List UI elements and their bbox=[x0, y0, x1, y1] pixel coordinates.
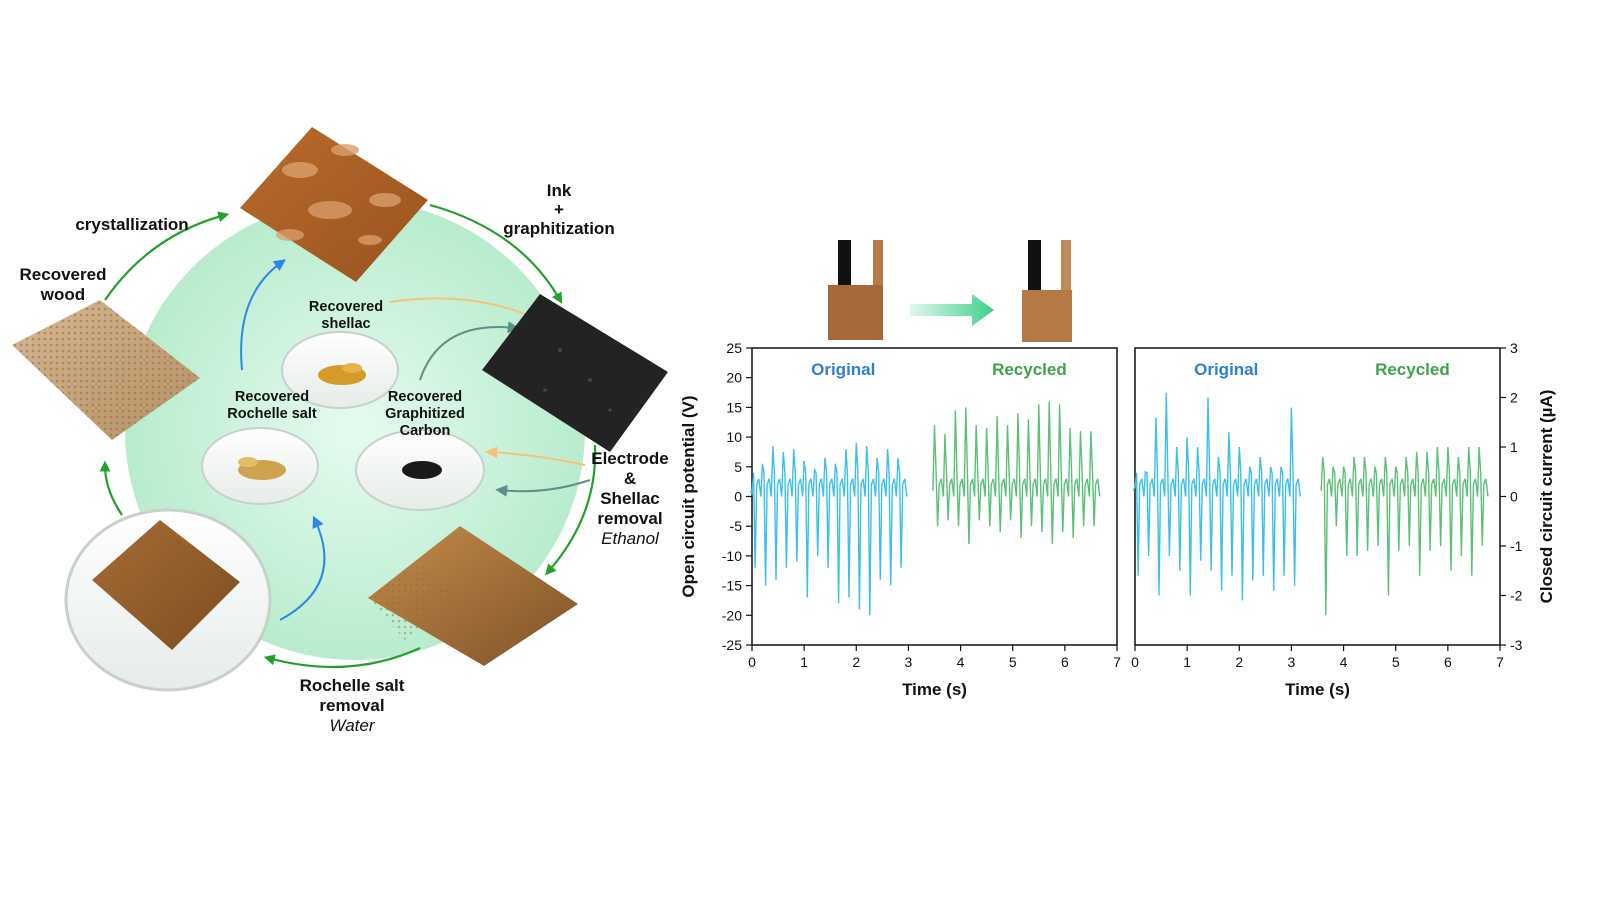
chart0-xtick-label: 0 bbox=[748, 654, 756, 670]
arrow-carbon-to-ink bbox=[419, 321, 520, 381]
chart1-ylabel: Closed circuit current (µA) bbox=[1537, 390, 1556, 604]
arrow-shellac-to-ink bbox=[389, 297, 540, 321]
shellac-dish bbox=[281, 331, 399, 409]
chart0-xtick-label: 3 bbox=[905, 654, 913, 670]
arrow-electrode-to-carbon-teal bbox=[495, 479, 591, 497]
carbon-dish bbox=[355, 429, 485, 511]
chart0-xtick-label: 1 bbox=[800, 654, 808, 670]
device-comparison bbox=[828, 240, 1072, 342]
label-carbon-3: Carbon bbox=[400, 423, 451, 439]
label-electrode-solvent: Ethanol bbox=[601, 529, 660, 548]
label-ink-2: + bbox=[554, 200, 564, 219]
label-recovered-wood-1: Recovered bbox=[20, 265, 107, 284]
chart0-annotation-original: Original bbox=[811, 360, 875, 379]
chart1-annotation-recycled: Recycled bbox=[1375, 360, 1450, 379]
label-crystallization: crystallization bbox=[75, 215, 188, 234]
chart0-ylabel: Open circuit potential (V) bbox=[679, 395, 698, 597]
salt-dish bbox=[201, 427, 319, 505]
chart1-xtick-label: 0 bbox=[1131, 654, 1139, 670]
chart0-ytick-label: -25 bbox=[722, 637, 742, 653]
chart0-series-recycled bbox=[932, 401, 1101, 545]
chart1-ytick-label: -3 bbox=[1510, 637, 1523, 653]
chart1-ytick-label: 0 bbox=[1510, 489, 1518, 505]
chart1-series-recycled bbox=[1320, 446, 1489, 616]
label-electrode-1: Electrode bbox=[591, 449, 668, 468]
device-recycled bbox=[1022, 240, 1072, 342]
arrow-salt-to-crystal bbox=[240, 259, 286, 371]
label-rochelle-1: Rochelle salt bbox=[300, 676, 405, 695]
chart0-xtick-label: 4 bbox=[957, 654, 965, 670]
arrow-electrode-to-water bbox=[263, 646, 421, 669]
graphitized-ink-sample bbox=[482, 294, 668, 452]
chart1-xlabel: Time (s) bbox=[1285, 680, 1350, 699]
chart1-xtick-label: 7 bbox=[1496, 654, 1504, 670]
recovered-wood-sample bbox=[12, 300, 200, 440]
chart0-xtick-label: 5 bbox=[1009, 654, 1017, 670]
arrow-electrode-to-carbon-orange bbox=[485, 446, 586, 466]
chart1-ytick-label: 1 bbox=[1510, 439, 1518, 455]
chart0-ytick-label: -20 bbox=[722, 607, 742, 623]
chart0-ytick-label: 20 bbox=[726, 370, 742, 386]
chart0-annotation-recycled: Recycled bbox=[992, 360, 1067, 379]
label-recovered-wood-2: wood bbox=[40, 285, 85, 304]
chart0-ytick-label: 0 bbox=[734, 489, 742, 505]
chart1-annotation-original: Original bbox=[1194, 360, 1258, 379]
chart1-xtick-label: 5 bbox=[1392, 654, 1400, 670]
chart0-xtick-label: 7 bbox=[1113, 654, 1121, 670]
arrow-crystal-to-ink bbox=[429, 203, 563, 304]
label-shellac-2: shellac bbox=[321, 316, 370, 332]
arrow-water-to-salt bbox=[279, 515, 326, 621]
arrow-water-to-wood bbox=[99, 460, 123, 516]
chart1-ytick-label: -1 bbox=[1510, 538, 1523, 554]
device-original bbox=[828, 240, 883, 340]
label-electrode-2: & bbox=[624, 469, 636, 488]
chart1-ytick-label: 2 bbox=[1510, 390, 1518, 406]
chart0-ytick-label: -10 bbox=[722, 548, 742, 564]
label-electrode-3: Shellac bbox=[600, 489, 660, 508]
label-rochelle-2: removal bbox=[319, 696, 384, 715]
crystallized-wood-sample bbox=[240, 127, 428, 282]
shellac-removed-sample bbox=[368, 526, 578, 666]
label-rochelle-solvent: Water bbox=[329, 716, 375, 735]
chart1-ytick-label: 3 bbox=[1510, 340, 1518, 356]
label-carbon-1: Recovered bbox=[388, 389, 462, 405]
chart1-xtick-label: 6 bbox=[1444, 654, 1452, 670]
chart0-ytick-label: 25 bbox=[726, 340, 742, 356]
chart0-series-original bbox=[749, 442, 908, 616]
chart0-xtick-label: 2 bbox=[852, 654, 860, 670]
label-salt-1: Recovered bbox=[235, 389, 309, 405]
label-carbon-2: Graphitized bbox=[385, 406, 465, 422]
water-dish bbox=[64, 508, 272, 692]
chart0-xlabel: Time (s) bbox=[902, 680, 967, 699]
chart0-ytick-label: -15 bbox=[722, 578, 742, 594]
chart1-xtick-label: 3 bbox=[1288, 654, 1296, 670]
arrow-wood-to-crystal bbox=[104, 211, 230, 301]
label-ink-1: Ink bbox=[547, 181, 572, 200]
chart0-ytick-label: 15 bbox=[726, 399, 742, 415]
label-ink-3: graphitization bbox=[503, 219, 614, 238]
device-transition-arrow bbox=[910, 294, 994, 326]
chart1-frame bbox=[1134, 347, 1501, 646]
arrow-ink-to-electrode bbox=[545, 444, 597, 576]
chart1-series-original bbox=[1132, 392, 1301, 601]
chart0-ytick-label: 10 bbox=[726, 429, 742, 445]
chart0-ytick-label: -5 bbox=[730, 518, 743, 534]
chart1-xtick-label: 1 bbox=[1183, 654, 1191, 670]
chart1-ytick-label: -2 bbox=[1510, 588, 1523, 604]
chart1-xtick-label: 2 bbox=[1235, 654, 1243, 670]
label-shellac-1: Recovered bbox=[309, 299, 383, 315]
label-salt-2: Rochelle salt bbox=[227, 406, 317, 422]
chart1-xtick-label: 4 bbox=[1340, 654, 1348, 670]
chart0-xtick-label: 6 bbox=[1061, 654, 1069, 670]
chart0-ytick-label: 5 bbox=[734, 459, 742, 475]
recycling-cycle: crystallization Recovered wood Ink + gra… bbox=[12, 127, 669, 735]
label-electrode-4: removal bbox=[597, 509, 662, 528]
